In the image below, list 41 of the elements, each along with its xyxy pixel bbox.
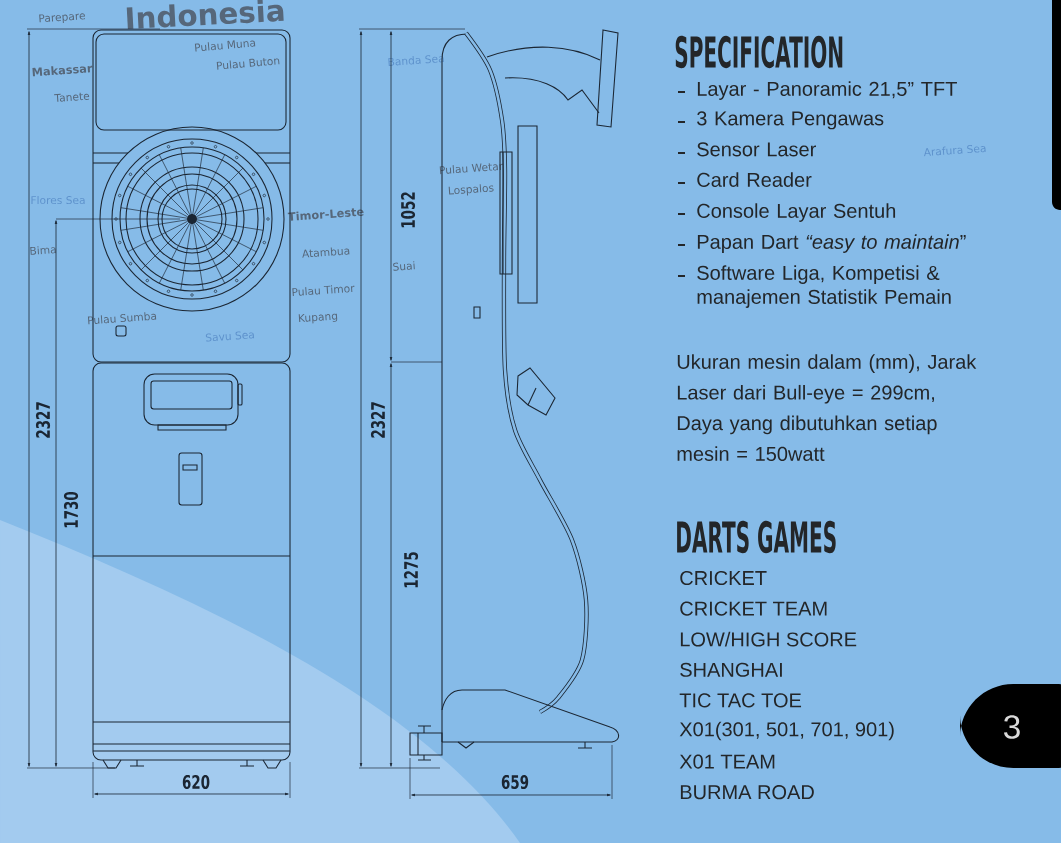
map-label: Timor-Leste <box>287 208 364 221</box>
dimension-label: 620 <box>182 774 210 790</box>
map-label: Makassar <box>32 65 93 77</box>
map-label: Lospalos <box>448 184 494 196</box>
note-paragraph: Ukuran mesin dalam (mm), Jarak Laser dari Bull-eye = 299cm, Daya yang dibutuhkan setiap mesin = 150watt <box>677 354 977 461</box>
game-name: BURMA ROAD <box>680 785 814 800</box>
dimension-label: 2327 <box>35 402 51 438</box>
game-name: X01 TEAM <box>679 754 775 769</box>
spec-item: Papan Dart “easy to maintain” <box>697 234 966 253</box>
map-label: Tanete <box>54 92 90 102</box>
spec-item: 3 Kamera Pengawas <box>697 111 884 130</box>
dimension-label: 2327 <box>370 402 386 438</box>
map-label: Pulau Sumba <box>87 312 157 325</box>
spec-item: Sensor Laser <box>697 142 816 157</box>
game-name: TIC TAC TOE <box>679 693 802 708</box>
spec-item: Layar - Panoramic 21,5” TFT <box>697 81 957 100</box>
heading: SPECIFICATION <box>675 35 843 69</box>
map-label: Atambua <box>302 247 350 258</box>
dimension-label: 1275 <box>403 552 419 588</box>
map-label: Indonesia <box>126 0 284 29</box>
spec-item: Card Reader <box>697 172 812 187</box>
map-label: Bima <box>30 246 56 255</box>
map-label: Parepare <box>39 13 85 23</box>
game-name: SHANGHAI <box>680 662 782 677</box>
map-label: Pulau Wetar <box>439 163 503 175</box>
dimension-label: 1730 <box>63 491 79 528</box>
game-name: CRICKET <box>680 570 767 586</box>
heading: DARTS GAMES <box>677 520 836 554</box>
map-label: Suai <box>393 261 415 271</box>
map-label: Pulau Muna <box>194 40 256 52</box>
page-number-badge: 3 <box>960 684 1061 768</box>
game-name: CRICKET TEAM <box>680 601 827 616</box>
map-label: Pulau Timor <box>292 285 355 297</box>
game-name: X01(301, 501, 701, 901) <box>679 721 894 741</box>
map-label: Pulau Buton <box>216 58 280 70</box>
game-name: LOW/HIGH SCORE <box>680 631 857 647</box>
dimension-label: 1052 <box>400 192 416 228</box>
map-label: Kupang <box>298 313 338 324</box>
spec-item: Software Liga, Kompetisi & manajemen Statistik Pemain <box>697 265 951 308</box>
dimension-label: 659 <box>501 774 529 790</box>
spec-item: Console Layar Sentuh <box>697 203 896 222</box>
